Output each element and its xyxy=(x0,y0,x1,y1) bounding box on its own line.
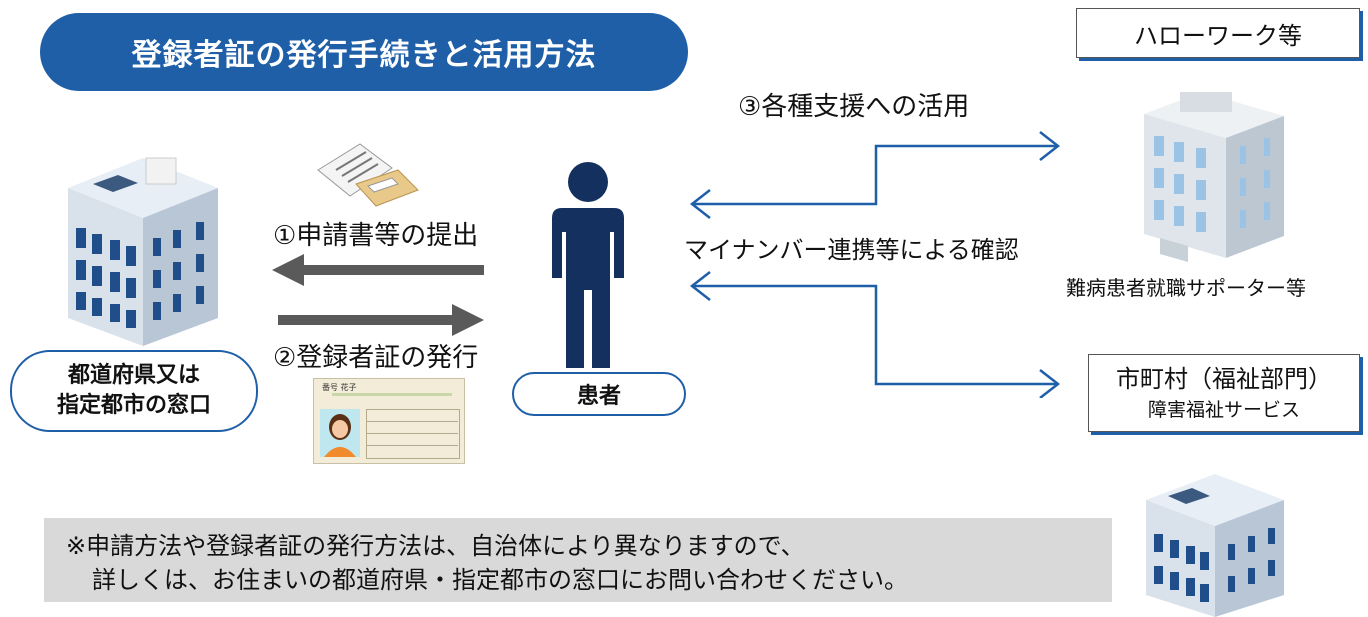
submit-arrow xyxy=(272,254,484,286)
patient-label: 患者 xyxy=(512,372,686,416)
hello-work-label: ハローワーク等 xyxy=(1076,8,1360,58)
municipality-box: 市町村（福祉部門） 障害福祉サービス xyxy=(1088,354,1360,432)
card-photo-icon xyxy=(320,409,360,457)
note-line2: 詳しくは、お住まいの都道府県・指定都市の窓口にお問い合わせください。 xyxy=(92,566,908,594)
note-line1: ※申請方法や登録者証の発行方法は、自治体により異なりますので、 xyxy=(66,532,805,560)
note-box: ※申請方法や登録者証の発行方法は、自治体により異なりますので、 詳しくは、お住ま… xyxy=(44,518,1112,602)
municipality-line2: 障害福祉サービス xyxy=(1147,399,1300,421)
confirm-label: マイナンバー連携等による確認 xyxy=(684,236,1019,264)
prefecture-building-icon xyxy=(68,157,218,346)
registration-card: 番号 花子 xyxy=(313,378,465,464)
page-title: 登録者証の発行手続きと活用方法 xyxy=(40,13,688,91)
hello-work-building-icon xyxy=(1144,92,1284,262)
municipality-building-icon xyxy=(1146,474,1284,617)
patient-person-icon xyxy=(552,162,624,368)
step-submit-label: ①申請書等の提出 xyxy=(273,221,479,251)
documents-icon xyxy=(317,143,419,207)
step-use-label: ③各種支援への活用 xyxy=(738,92,970,122)
hello-work-sub-label: 難病患者就職サポーター等 xyxy=(1066,276,1306,300)
municipality-line1: 市町村（福祉部門） xyxy=(1116,365,1332,393)
issue-arrow xyxy=(278,304,484,336)
prefecture-office-line1: 都道府県又は xyxy=(67,363,200,388)
prefecture-office-label: 都道府県又は 指定都市の窓口 xyxy=(10,350,258,432)
prefecture-office-line2: 指定都市の窓口 xyxy=(56,393,211,418)
support-connectors xyxy=(689,131,1061,398)
flow-arrows xyxy=(272,254,484,336)
card-name: 番号 花子 xyxy=(322,383,357,392)
step-issue-label: ②登録者証の発行 xyxy=(273,343,479,373)
